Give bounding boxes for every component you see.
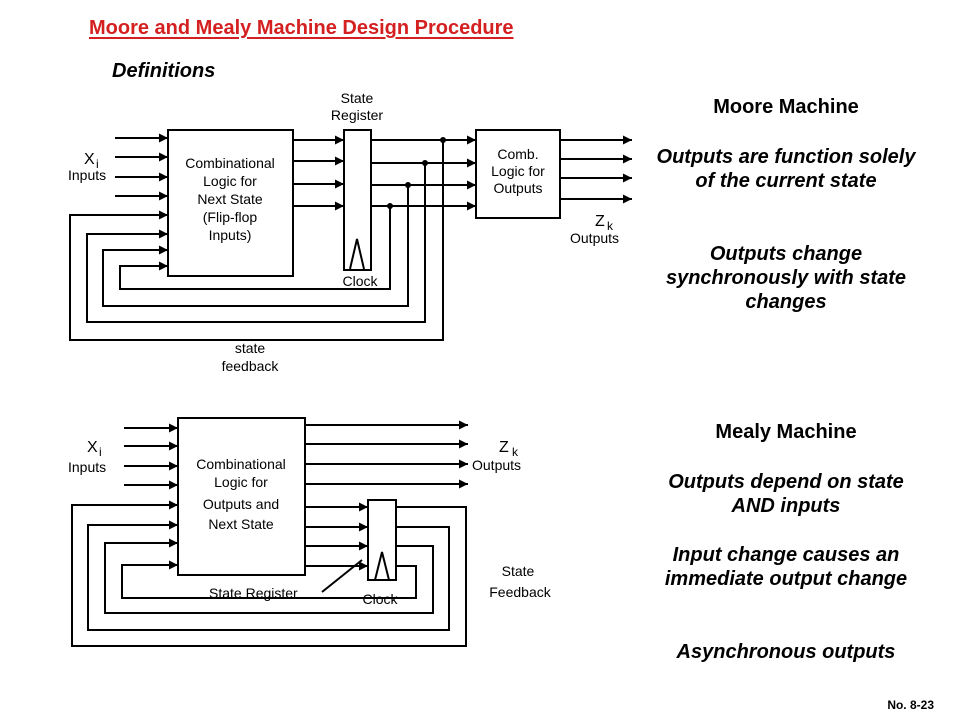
moore-comb-logic-text: Combinational Logic for Next State (Flip… (185, 155, 275, 243)
mealy-feedback-label-1: State (502, 563, 535, 579)
moore-output-logic-box (475, 129, 561, 219)
moore-feedback-label-1: state (235, 340, 266, 356)
mealy-desc-3: Asynchronous outputs (676, 641, 896, 663)
mealy-diagram (71, 417, 468, 647)
moore-inputs-var: X (84, 151, 95, 168)
svg-text:Inputs): Inputs) (209, 227, 252, 243)
mealy-inputs-sub: i (99, 445, 102, 459)
moore-outputs-label: Outputs (570, 230, 619, 246)
mealy-clock-triangle (374, 551, 390, 581)
mealy-desc-1: Outputs depend on state AND inputs (668, 471, 904, 517)
moore-inputs-label: Inputs (68, 167, 106, 183)
moore-state-register-label-1: State (341, 90, 374, 106)
svg-text:Logic for: Logic for (203, 173, 257, 189)
moore-state-register-label-2: Register (331, 107, 383, 123)
moore-state-register-box (343, 129, 372, 271)
mealy-outputs-sub: k (512, 445, 519, 459)
moore-feedback-label-2: feedback (222, 358, 280, 374)
svg-text:Combinational: Combinational (185, 155, 275, 171)
mealy-desc-2: Input change causes an immediate output … (664, 544, 908, 590)
svg-text:Logic for: Logic for (214, 474, 268, 490)
moore-inputs-sub: i (96, 157, 99, 171)
svg-text:Logic for: Logic for (491, 163, 545, 179)
slide-number: No. 8-23 (887, 698, 934, 712)
moore-desc-2: Outputs change synchronously with state … (665, 243, 907, 313)
mealy-comb-logic-box (177, 417, 306, 576)
mealy-state-register-label: State Register (209, 585, 298, 601)
svg-text:Outputs and: Outputs and (203, 496, 279, 512)
section-subtitle: Definitions (112, 60, 216, 82)
svg-text:Comb.: Comb. (497, 146, 538, 162)
mealy-comb-logic-text: Combinational Logic for Outputs and Next… (196, 456, 286, 532)
mealy-outputs-label: Outputs (472, 457, 521, 473)
moore-diagram (69, 129, 632, 341)
moore-desc-1: Outputs are function solely of the curre… (656, 146, 916, 192)
moore-clock-label: Clock (342, 273, 378, 289)
moore-clock-triangle (349, 238, 365, 270)
svg-text:(Flip-flop: (Flip-flop (203, 209, 258, 225)
svg-text:Combinational: Combinational (196, 456, 286, 472)
slide-title: Moore and Mealy Machine Design Procedure (89, 17, 514, 39)
moore-junction-dots (387, 137, 446, 209)
mealy-inputs-var: X (87, 439, 98, 456)
moore-outputs-sub: k (607, 219, 614, 233)
mealy-heading: Mealy Machine (715, 421, 857, 443)
moore-comb-logic-box (167, 129, 294, 277)
mealy-outputs-var: Z (499, 439, 509, 456)
mealy-inputs-label: Inputs (68, 459, 106, 475)
svg-text:Next State: Next State (197, 191, 263, 207)
moore-heading: Moore Machine (713, 96, 859, 118)
mealy-state-register-box (367, 499, 397, 581)
moore-outputs-var: Z (595, 213, 605, 230)
svg-text:Next State: Next State (208, 516, 274, 532)
mealy-clock-label: Clock (362, 591, 398, 607)
svg-text:Outputs: Outputs (493, 180, 542, 196)
moore-output-logic-text: Comb. Logic for Outputs (491, 146, 545, 196)
mealy-feedback-label-2: Feedback (489, 584, 551, 600)
